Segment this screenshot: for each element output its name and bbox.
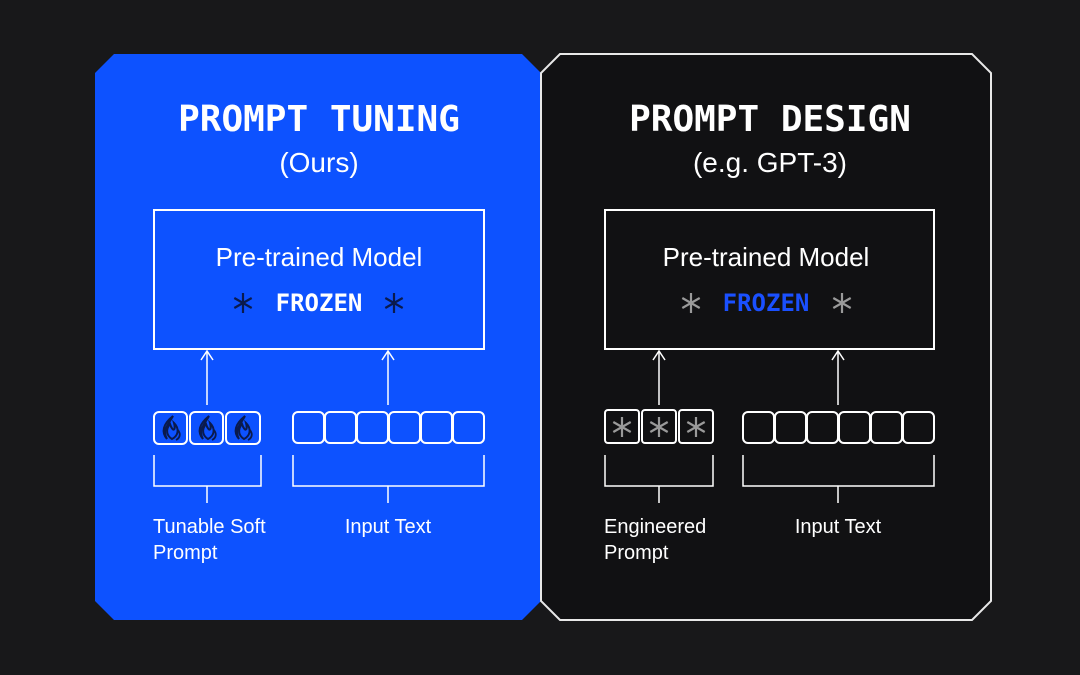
pretrained-model-label: Pre-trained Model [663, 242, 870, 272]
prompt-tuning-subtitle: (Ours) [279, 147, 358, 178]
frozen-label: FROZEN [276, 289, 363, 317]
prompt-tuning-panel-background [95, 54, 541, 620]
input-text-label: Input Text [795, 516, 882, 538]
token-box [641, 409, 677, 444]
prompt-design-subtitle: (e.g. GPT-3) [693, 147, 847, 178]
input-text-tokens [742, 411, 935, 444]
soft-prompt-bracket [153, 455, 262, 503]
prompt-design-panel: PROMPT DESIGN (e.g. GPT-3) Pre-trained M… [540, 53, 992, 621]
engineered-prompt-bracket [604, 455, 714, 503]
soft-prompt-arrow [200, 349, 214, 405]
pretrained-model-box [604, 209, 935, 350]
pretrained-model-label: Pre-trained Model [216, 242, 423, 272]
engineered-prompt-arrow [652, 349, 666, 405]
prompt-design-panel-background [540, 53, 992, 621]
pretrained-model-box [153, 209, 485, 350]
input-text-arrow [831, 349, 845, 405]
prompt-tuning-panel: PROMPT TUNING (Ours) Pre-trained Model F… [95, 54, 541, 620]
token-box [225, 411, 261, 445]
input-text-bracket [292, 455, 485, 503]
token-box [678, 409, 714, 444]
soft-prompt-label-line1: Tunable Soft [153, 516, 266, 538]
token-box [604, 409, 640, 444]
token-box [452, 411, 485, 444]
prompt-design-title: PROMPT DESIGN [629, 99, 911, 140]
input-text-arrow [381, 349, 395, 405]
token-box [189, 411, 224, 445]
engineered-prompt-label-line1: Engineered [604, 516, 706, 538]
token-box [153, 411, 188, 445]
prompt-tuning-title: PROMPT TUNING [178, 99, 460, 140]
token-box [902, 411, 935, 444]
frozen-label: FROZEN [723, 289, 810, 317]
soft-prompt-label-line2: Prompt [153, 542, 218, 564]
soft-prompt-tokens [153, 411, 261, 445]
input-text-bracket [742, 455, 935, 503]
engineered-prompt-label-line2: Prompt [604, 542, 669, 564]
input-text-tokens [292, 411, 485, 444]
input-text-label: Input Text [345, 516, 432, 538]
engineered-prompt-tokens [604, 409, 714, 444]
